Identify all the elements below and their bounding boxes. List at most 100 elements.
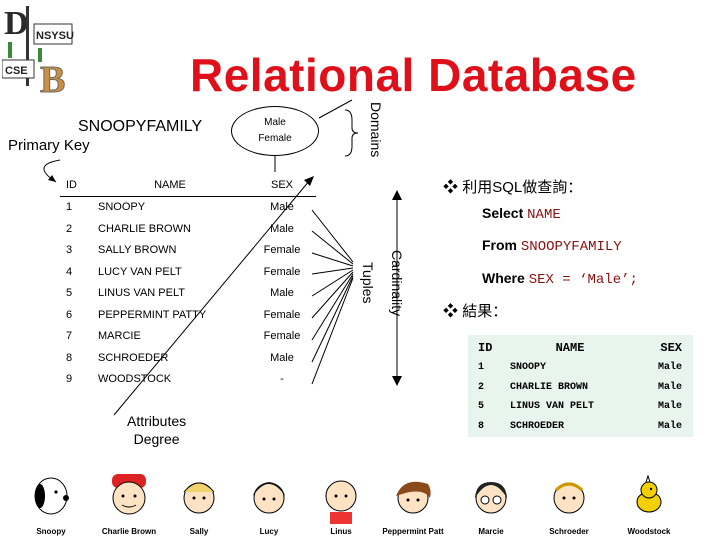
- result-cell-name: SNOOPY: [510, 362, 547, 374]
- charlie-brown-icon: [112, 474, 146, 515]
- character-woodstock: Woodstock: [618, 470, 680, 538]
- lucy-icon: [253, 482, 285, 514]
- logo-cse-text: CSE: [5, 65, 28, 77]
- result-cell-name: LINUS VAN PELT: [510, 401, 595, 413]
- domains-oval: Male Female: [231, 106, 319, 156]
- character-peppermint-patty: Peppermint Patt: [382, 470, 444, 538]
- relation-name: SNOOPYFAMILY: [78, 118, 203, 135]
- bullet-icon: ❖: [443, 179, 459, 196]
- sql-intro-text: 利用SQL做查詢：: [462, 179, 583, 196]
- peppermint-patty-icon: [396, 481, 431, 514]
- cardinality-label: Cardinality: [389, 250, 405, 317]
- cell-id: 8: [66, 351, 73, 364]
- cell-name: SALLY BROWN: [98, 244, 177, 257]
- linus-icon: [325, 480, 357, 524]
- marcie-icon: [475, 482, 507, 514]
- col-header-name: NAME: [92, 174, 248, 197]
- result-col-id: ID: [478, 341, 493, 355]
- primary-key-label: Primary Key: [8, 137, 90, 154]
- cell-sex: Female: [263, 308, 301, 321]
- character-linus: Linus: [310, 470, 372, 538]
- character-name: Woodstock: [627, 527, 671, 536]
- character-name: Peppermint Patt: [382, 527, 444, 536]
- degree-label: Degree: [133, 431, 180, 447]
- sql-select-keyword: Select: [482, 205, 524, 221]
- cell-name: SCHROEDER: [98, 351, 169, 364]
- nsysu-cse-logo: D NSYSU CSE B: [1, 2, 74, 102]
- cell-name: PEPPERMINT PATTY: [98, 308, 207, 321]
- cell-id: 6: [66, 308, 73, 321]
- sql-where-line: Where SEX = ‘Male’;: [482, 270, 638, 288]
- result-cell-id: 2: [478, 381, 485, 393]
- character-charlie-brown: Charlie Brown: [98, 470, 160, 538]
- character-schroeder: Schroeder: [538, 470, 600, 538]
- woodstock-icon: [636, 474, 662, 513]
- cell-sex: Female: [263, 265, 301, 278]
- logo-d-letter: D: [4, 5, 29, 42]
- sql-intro: ❖ 利用SQL做查詢：: [443, 176, 582, 197]
- table-row: 6 PEPPERMINT PATTY Female: [60, 304, 316, 326]
- character-name: Linus: [330, 527, 352, 536]
- sql-from-keyword: From: [482, 237, 517, 253]
- cell-name: LUCY VAN PELT: [98, 265, 182, 278]
- character-name: Marcie: [478, 527, 504, 536]
- cell-sex: -: [280, 373, 284, 386]
- result-col-sex: SEX: [660, 341, 682, 355]
- schroeder-icon: [553, 482, 585, 514]
- table-row: 3 SALLY BROWN Female: [60, 240, 316, 262]
- result-header-row: ID NAME SEX: [472, 338, 688, 358]
- cell-id: 1: [66, 201, 73, 214]
- cell-id: 3: [66, 244, 73, 257]
- characters-strip: Snoopy Charlie Brown Sally Lucy Linus Pe…: [20, 470, 710, 538]
- result-background: [468, 335, 693, 437]
- result-cell-name: SCHROEDER: [510, 420, 565, 432]
- logo-nsysu-text: NSYSU: [36, 30, 74, 42]
- cell-sex: Male: [270, 222, 294, 235]
- character-lucy: Lucy: [238, 470, 300, 538]
- character-name: Schroeder: [549, 527, 589, 536]
- sql-where-keyword: Where: [482, 270, 525, 286]
- cell-sex: Female: [263, 244, 301, 257]
- cell-sex: Female: [263, 330, 301, 343]
- sql-from-table: SNOOPYFAMILY: [520, 239, 622, 255]
- table-header-row: ID NAME SEX: [60, 174, 316, 197]
- character-name: Snoopy: [36, 527, 66, 536]
- bullet-icon: ❖: [443, 303, 459, 320]
- result-cell-id: 8: [478, 420, 485, 432]
- character-name: Sally: [189, 527, 209, 536]
- sql-select-line: Select NAME: [482, 205, 561, 223]
- character-marcie: Marcie: [460, 470, 522, 538]
- page-title: Relational Database: [190, 49, 637, 101]
- col-header-id: ID: [60, 174, 92, 197]
- character-name: Lucy: [259, 527, 279, 536]
- cell-name: LINUS VAN PELT: [98, 287, 186, 300]
- result-cell-id: 5: [478, 401, 485, 413]
- result-cell-sex: Male: [657, 420, 682, 432]
- cell-sex: Male: [270, 287, 294, 300]
- sally-icon: [183, 482, 215, 514]
- cell-sex: Male: [270, 201, 294, 214]
- table-row: 1 SNOOPY Male: [60, 196, 316, 218]
- character-snoopy: Snoopy: [20, 470, 82, 538]
- character-name: Charlie Brown: [101, 527, 157, 536]
- cell-name: MARCIE: [98, 330, 141, 343]
- result-label: 結果：: [462, 303, 508, 320]
- cell-name: SNOOPY: [98, 201, 146, 214]
- table-row: 4 LUCY VAN PELT Female: [60, 261, 316, 283]
- domains-label: Domains: [368, 102, 384, 158]
- result-cell-id: 1: [478, 362, 485, 374]
- cell-name: CHARLIE BROWN: [98, 222, 191, 235]
- cell-id: 4: [66, 265, 73, 278]
- character-sally: Sally: [168, 470, 230, 538]
- cell-id: 7: [66, 330, 73, 343]
- attributes-label: Attributes: [127, 413, 187, 429]
- sql-where-condition: SEX = ‘Male’;: [528, 272, 638, 288]
- result-cell-sex: Male: [657, 362, 682, 374]
